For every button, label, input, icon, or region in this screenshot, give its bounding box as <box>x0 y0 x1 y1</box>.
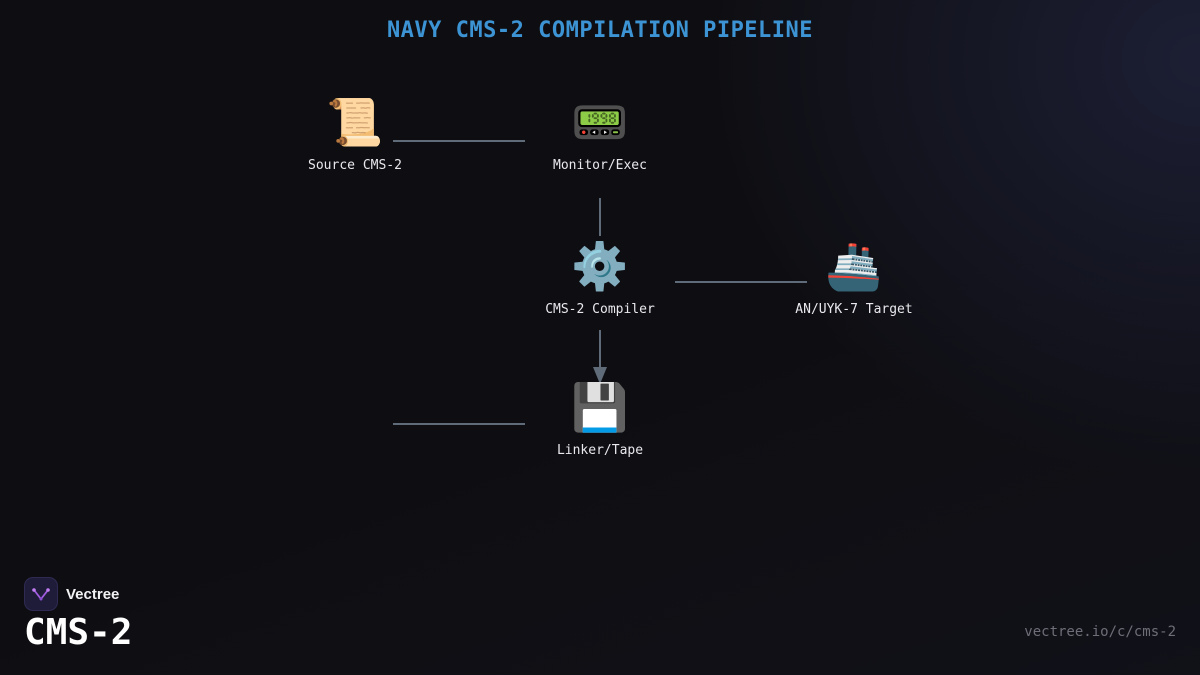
scroll-icon: 📜 <box>326 95 384 149</box>
edge-arrowhead <box>593 367 607 384</box>
gear-icon: ⚙️ <box>571 239 629 293</box>
node-source: 📜 Source CMS-2 <box>275 92 435 173</box>
node-label: Monitor/Exec <box>553 158 647 173</box>
ship-icon: 🚢 <box>825 239 883 293</box>
node-compiler: ⚙️ CMS-2 Compiler <box>520 236 680 317</box>
node-label: CMS-2 Compiler <box>545 302 655 317</box>
pager-icon: 📟 <box>571 95 629 149</box>
node-monitor: 📟 Monitor/Exec <box>520 92 680 173</box>
node-label: Source CMS-2 <box>308 158 402 173</box>
node-linker: 💾 Linker/Tape <box>520 377 680 458</box>
node-label: Linker/Tape <box>556 443 644 458</box>
vectree-logo-icon <box>24 577 58 611</box>
brand-name: Vectree <box>66 585 120 603</box>
language-name: CMS-2 <box>24 612 133 653</box>
node-target: 🚢 AN/UYK-7 Target <box>774 236 934 317</box>
diagram-title: NAVY CMS-2 COMPILATION PIPELINE <box>386 18 814 43</box>
brand: Vectree <box>24 577 119 611</box>
node-label: AN/UYK-7 Target <box>795 302 913 317</box>
course-url[interactable]: vectree.io/c/cms-2 <box>1024 624 1176 640</box>
floppy-disk-icon: 💾 <box>571 380 629 434</box>
